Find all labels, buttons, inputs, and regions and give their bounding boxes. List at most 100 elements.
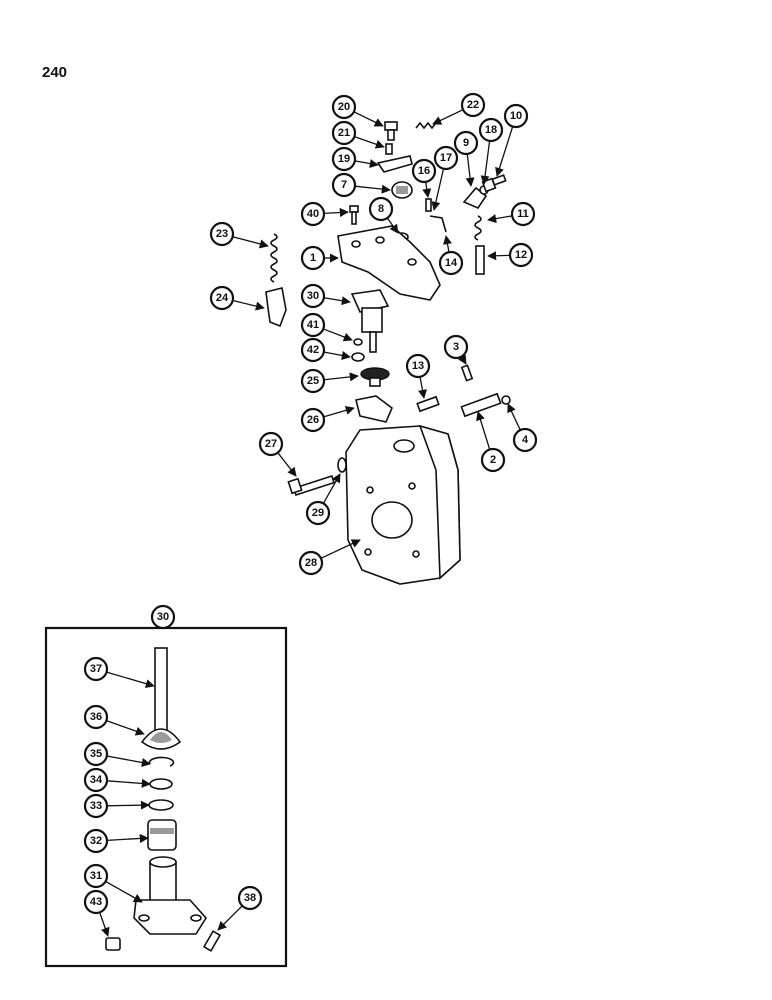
callout-circle-26 (300, 407, 326, 433)
callout-label-37: 37 (90, 663, 102, 675)
callout-label-30: 30 (307, 290, 319, 302)
callout-circle-20 (331, 94, 357, 120)
callout-circle-27 (258, 431, 284, 457)
callout-circle-1 (300, 245, 326, 271)
callout-circle-7 (331, 172, 357, 198)
callout-label-12: 12 (515, 249, 527, 261)
callout-circle-37 (83, 656, 109, 682)
callout-circle-11 (510, 201, 536, 227)
inset-title-callout-circle (150, 604, 176, 630)
callout-circle-32 (83, 828, 109, 854)
callout-circle-17 (433, 145, 459, 171)
callout-circle-30 (300, 283, 326, 309)
callout-circle-22 (460, 92, 486, 118)
callout-label-38: 38 (244, 892, 256, 904)
leader-line-7 (354, 184, 391, 194)
spool-32-drawing (147, 819, 177, 851)
callout-label-24: 24 (216, 292, 229, 304)
leader-line-29 (322, 473, 341, 504)
housing-28-drawing (345, 424, 461, 585)
callout-circle-18 (478, 117, 504, 143)
nut-7-drawing (391, 181, 413, 199)
shaft-2-drawing (460, 392, 502, 418)
callout-label-21: 21 (338, 127, 350, 139)
callout-circle-16 (411, 158, 437, 184)
body-31-drawing (133, 856, 207, 935)
spring-22-drawing (415, 121, 437, 130)
spring-23-drawing (270, 233, 278, 283)
pin-12-drawing (475, 245, 485, 275)
leader-line-12 (487, 251, 511, 261)
leader-line-38 (217, 905, 243, 931)
leader-line-13 (418, 376, 427, 399)
leader-line-22 (432, 109, 464, 125)
callout-circle-21 (331, 120, 357, 146)
callout-label-3: 3 (453, 341, 459, 353)
callout-circle-25 (300, 368, 326, 394)
leader-line-36 (106, 720, 145, 736)
callout-label-14: 14 (445, 257, 458, 269)
callout-label-25: 25 (307, 375, 319, 387)
callout-label-31: 31 (90, 870, 102, 882)
leader-line-40 (323, 207, 349, 218)
pin-21-drawing (385, 143, 393, 155)
callout-circle-29 (305, 500, 331, 526)
callout-label-27: 27 (265, 438, 277, 450)
callout-circle-9 (453, 130, 479, 156)
callout-label-34: 34 (90, 774, 103, 786)
callout-label-8: 8 (378, 203, 384, 215)
leader-line-11 (487, 214, 513, 224)
nut-42-drawing (351, 352, 365, 362)
leader-line-26 (323, 405, 355, 418)
pin-16-drawing (425, 198, 432, 212)
leader-line-19 (354, 159, 379, 169)
leader-line-31 (105, 880, 143, 903)
callout-label-33: 33 (90, 800, 102, 812)
ring-34-drawing (149, 778, 173, 790)
washer-29-drawing (337, 457, 347, 473)
callout-label-35: 35 (90, 748, 102, 760)
leader-line-4 (507, 403, 521, 431)
callout-label-16: 16 (418, 165, 430, 177)
leader-line-18 (480, 140, 491, 185)
pin-13-drawing (416, 395, 440, 413)
callout-label-26: 26 (307, 414, 319, 426)
callout-circle-19 (331, 146, 357, 172)
callout-circle-28 (298, 550, 324, 576)
leader-line-2 (476, 411, 491, 450)
leader-line-32 (106, 833, 149, 844)
rod-37-drawing (154, 647, 168, 733)
bolt-40-drawing (349, 205, 359, 225)
callout-circle-13 (405, 353, 431, 379)
callout-label-9: 9 (463, 137, 469, 149)
page-number: 240 (42, 64, 68, 81)
callout-circle-4 (512, 427, 538, 453)
callout-circle-43 (83, 889, 109, 915)
leader-line-17 (431, 168, 445, 211)
callout-circle-35 (83, 741, 109, 767)
leader-line-43 (99, 912, 110, 937)
callout-circle-34 (83, 767, 109, 793)
callout-circle-14 (438, 250, 464, 276)
callout-circle-36 (83, 704, 109, 730)
bolt-27-drawing (287, 475, 335, 497)
leader-line-14 (443, 235, 452, 253)
callout-label-22: 22 (467, 99, 479, 111)
callout-circle-38 (237, 885, 263, 911)
callout-label-10: 10 (510, 110, 522, 122)
leader-line-35 (106, 755, 151, 767)
bolt-20-drawing (384, 121, 398, 141)
leader-line-10 (495, 126, 514, 177)
leader-line-34 (106, 778, 151, 788)
callout-label-2: 2 (490, 454, 496, 466)
leader-line-25 (323, 372, 359, 382)
washer-41-drawing (353, 338, 363, 346)
callout-label-13: 13 (412, 360, 424, 372)
callout-circle-24 (209, 285, 235, 311)
callout-circle-12 (508, 242, 534, 268)
callout-circle-8 (368, 196, 394, 222)
callout-label-1: 1 (310, 252, 316, 264)
link-19-drawing (376, 155, 413, 173)
callout-label-4: 4 (522, 434, 529, 446)
